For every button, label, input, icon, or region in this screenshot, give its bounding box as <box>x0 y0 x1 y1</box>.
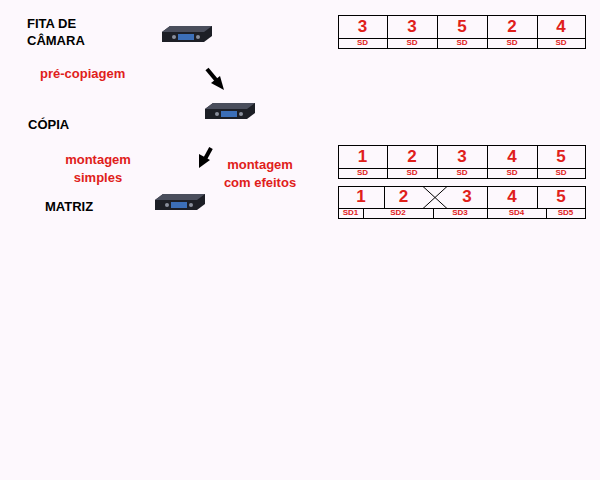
sd-cell: SD <box>387 38 437 48</box>
sd-cell: SD <box>338 38 387 48</box>
clip-number: 3 <box>338 15 387 38</box>
stage-title: CÓPIA <box>28 117 108 133</box>
clip-number: 1 <box>338 145 387 168</box>
sd-cell: SD <box>437 168 487 178</box>
sd-cell: SD2 <box>363 208 433 218</box>
sd-cell: SD <box>338 168 387 178</box>
sd-cell: SD <box>537 168 585 178</box>
clip-strip <box>338 15 586 49</box>
sd-cell: SD1 <box>338 208 363 218</box>
sd-cell: SD5 <box>546 208 585 218</box>
process-label: pré-copiagem <box>40 66 160 82</box>
clip-number: 5 <box>437 15 487 38</box>
process-label: montagem com efeitos <box>220 156 300 192</box>
clip-number: 2 <box>487 15 537 38</box>
sd-cell: SD <box>487 168 537 178</box>
tape-icon <box>205 103 255 119</box>
stage-title: FITA DE CÂMARA <box>27 15 107 49</box>
sd-cell: SD <box>487 38 537 48</box>
clip-number: 1 <box>338 186 384 208</box>
sd-cell: SD <box>437 38 487 48</box>
clip-number: 4 <box>487 145 537 168</box>
clip-number: 2 <box>387 145 437 168</box>
tape-icon <box>155 194 205 210</box>
flow-arrow <box>199 148 211 168</box>
clip-number: 5 <box>537 186 585 208</box>
clip-number: 2 <box>384 186 423 208</box>
sd-cell: SD4 <box>487 208 546 218</box>
clip-number: 5 <box>537 145 585 168</box>
clip-strip <box>338 186 586 219</box>
process-label: montagem simples <box>58 151 138 187</box>
clip-number: 4 <box>487 186 537 208</box>
stage-title: MATRIZ <box>45 199 125 215</box>
clip-number: 3 <box>447 186 487 208</box>
clip-strip <box>338 145 586 179</box>
clip-number: 3 <box>387 15 437 38</box>
clip-number: 4 <box>537 15 585 38</box>
sd-cell: SD3 <box>433 208 487 218</box>
sd-cell: SD <box>537 38 585 48</box>
tape-icon <box>162 26 212 42</box>
flow-arrow <box>207 69 224 90</box>
sd-cell: SD <box>387 168 437 178</box>
clip-number: 3 <box>437 145 487 168</box>
